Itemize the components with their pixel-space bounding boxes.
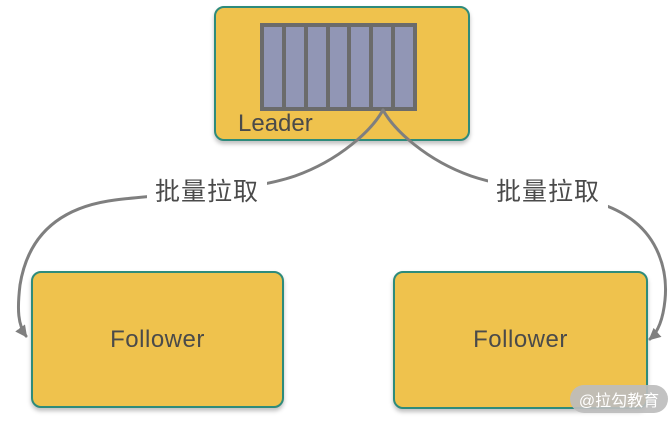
partition-cell <box>373 27 396 107</box>
edge-label-left: 批量拉取 <box>146 171 268 209</box>
partition-cell <box>395 27 414 107</box>
follower-node-left: Follower <box>31 271 284 408</box>
partition-cell <box>329 27 352 107</box>
edge-label-right: 批量拉取 <box>487 171 609 209</box>
partition-cell <box>307 27 330 107</box>
leader-label: Leader <box>238 110 313 137</box>
partition-log-grid <box>260 23 417 111</box>
watermark-text: @拉勾教育 <box>578 393 660 410</box>
follower-right-label: Follower <box>473 326 568 353</box>
follower-left-label: Follower <box>110 325 205 353</box>
partition-cell <box>264 27 286 107</box>
watermark-badge: @拉勾教育 <box>570 385 668 413</box>
partition-cell <box>351 27 374 107</box>
leader-node: Leader <box>214 6 470 141</box>
partition-cell <box>285 27 308 107</box>
